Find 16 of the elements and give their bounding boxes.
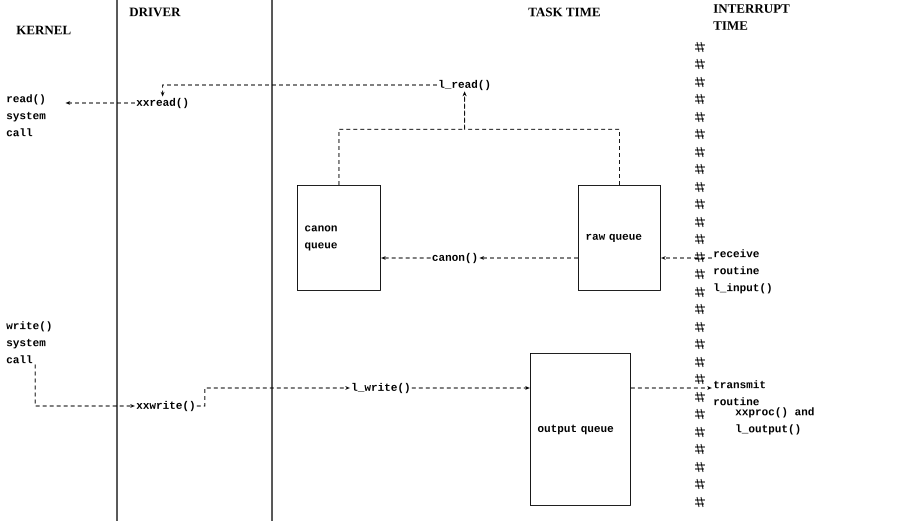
function-label: xxwrite(): [136, 400, 194, 412]
queue-box: canon queue: [297, 185, 381, 291]
function-label: xxread(): [136, 98, 188, 108]
routine-label: transmit routine xxproc() and l_output(): [714, 380, 814, 435]
function-label: l_read(): [439, 80, 490, 90]
routine-label: receive routine l_input(): [714, 249, 771, 294]
column-heading: DRIVER: [129, 8, 181, 16]
queue-box: output queue: [530, 353, 631, 506]
call-label: read() system call: [6, 94, 46, 136]
call-label: write() system call: [6, 321, 51, 364]
column-heading: TASK TIME: [528, 8, 600, 16]
queue-box: raw queue: [578, 185, 661, 291]
function-label: canon(): [432, 252, 476, 264]
column-heading: KERNEL: [16, 26, 71, 34]
function-label: l_write(): [352, 382, 409, 394]
column-heading: INTERRUPT TIME: [713, 4, 790, 30]
